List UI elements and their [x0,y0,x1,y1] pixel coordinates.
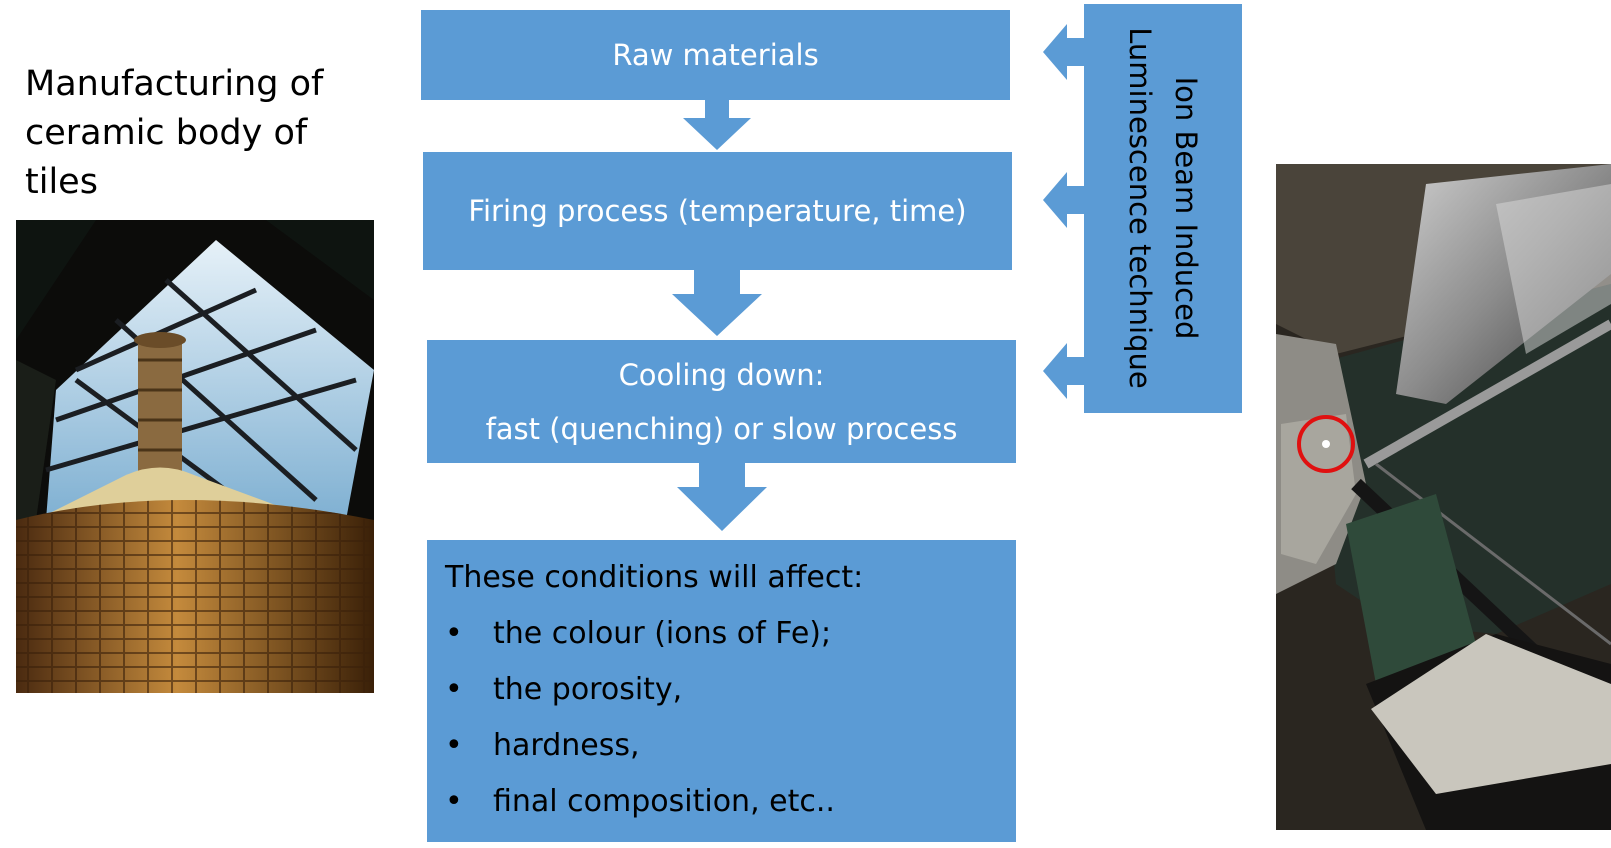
list-item: •hardness, [445,728,640,763]
arrow-left-2 [1043,172,1085,228]
list-item: •the colour (ions of Fe); [445,616,832,651]
list-item: •final composition, etc.. [445,784,835,819]
ion-beam-setup-photo [1276,164,1611,830]
step-cooling-down-label: Cooling down: fast (quenching) or slow p… [485,357,958,446]
arrow-left-1 [1043,24,1085,80]
effects-box: These conditions will affect: •the colou… [427,540,1016,842]
effects-heading: These conditions will affect: [445,560,864,595]
technique-label: Ion Beam Induced Luminescence technique [1123,27,1203,389]
highlight-circle [1297,415,1355,473]
arrow-down-1 [683,100,751,150]
step-raw-materials-label: Raw materials [612,38,819,72]
list-item: •the porosity, [445,672,683,707]
step-raw-materials: Raw materials [421,10,1010,100]
step-firing-process: Firing process (temperature, time) [423,152,1012,270]
step-cooling-down: Cooling down: fast (quenching) or slow p… [427,340,1016,463]
arrow-down-3 [677,463,767,531]
slide-title: Manufacturing of ceramic body of tiles [25,64,324,202]
technique-box [1084,4,1242,413]
effects-list: •the colour (ions of Fe); •the porosity,… [445,606,998,830]
step-firing-process-label: Firing process (temperature, time) [468,194,967,228]
arrow-down-2 [672,270,762,336]
arrow-left-3 [1043,343,1085,399]
kiln-photo [16,220,374,693]
